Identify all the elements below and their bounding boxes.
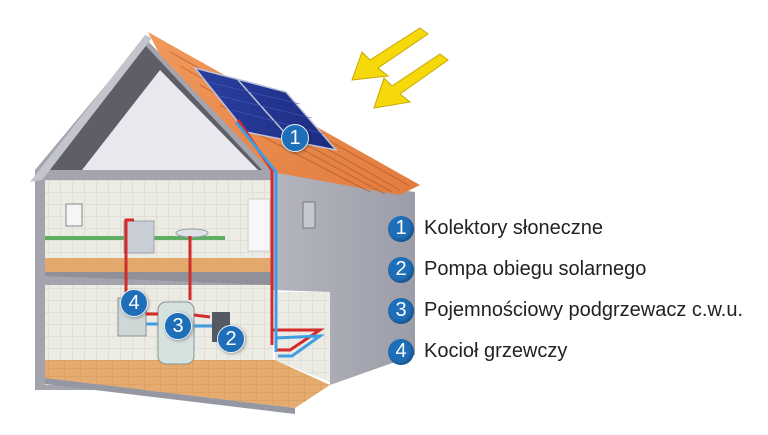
marker-number: 3 bbox=[172, 314, 184, 337]
marker-number: 4 bbox=[128, 291, 140, 314]
marker-3: 3 bbox=[164, 312, 192, 340]
marker-1: 1 bbox=[281, 124, 309, 152]
legend-label: Kocioł grzewczy bbox=[424, 340, 568, 362]
basement-floor bbox=[45, 360, 330, 408]
marker-number: 2 bbox=[225, 327, 237, 350]
upper-floor-room bbox=[45, 180, 273, 262]
radiator bbox=[123, 220, 155, 254]
number-badge-icon: 1 bbox=[388, 215, 414, 242]
marker-4: 4 bbox=[120, 289, 148, 317]
legend-item-tank: 3 Pojemnościowy podgrzewacz c.w.u. bbox=[388, 290, 743, 331]
legend-item-collectors: 1 Kolektory słoneczne bbox=[388, 208, 743, 249]
number-badge-icon: 4 bbox=[388, 338, 414, 365]
legend-label: Pompa obiegu solarnego bbox=[424, 258, 647, 280]
legend-label: Kolektory słoneczne bbox=[424, 217, 603, 239]
number-badge-icon: 2 bbox=[388, 256, 414, 283]
number-badge-icon: 3 bbox=[388, 297, 414, 324]
legend-item-pump: 2 Pompa obiegu solarnego bbox=[388, 249, 743, 290]
legend: 1 Kolektory słoneczne 2 Pompa obiegu sol… bbox=[388, 208, 743, 372]
marker-number: 1 bbox=[289, 126, 301, 149]
cold-pipe bbox=[146, 121, 326, 358]
sun-arrows-icon bbox=[351, 27, 449, 109]
marker-2: 2 bbox=[217, 325, 245, 353]
legend-label: Pojemnościowy podgrzewacz c.w.u. bbox=[424, 299, 744, 321]
legend-item-boiler: 4 Kocioł grzewczy bbox=[388, 331, 743, 372]
